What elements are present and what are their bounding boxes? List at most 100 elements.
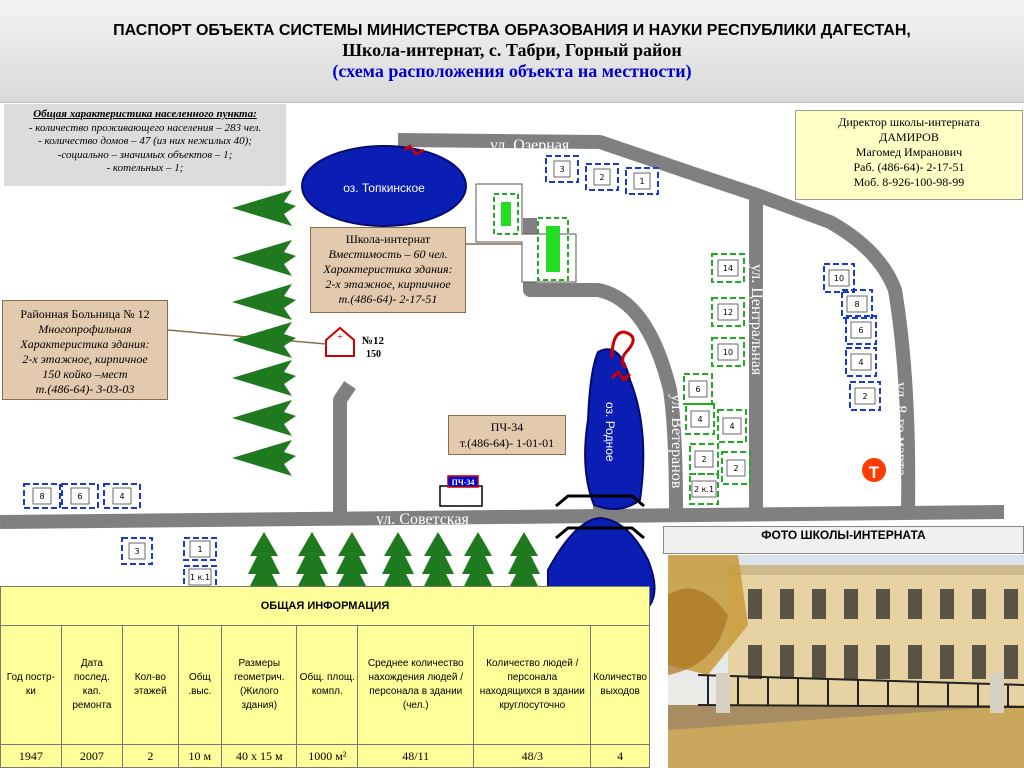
house-marker: 10 (711, 337, 745, 367)
house-number: 2 (599, 173, 604, 182)
street-ozernaya: ул. Озерная (490, 137, 570, 154)
general-info-title: ОБЩАЯ ИНФОРМАЦИЯ (0, 586, 650, 626)
school-line: Характеристика здания: (323, 262, 453, 276)
director-line: Магомед Имранович (855, 145, 963, 159)
lake-topkinskoe (301, 145, 467, 227)
school-line: 2-х этажное, кирпичное (325, 277, 451, 291)
house-number: 2 к.1 (694, 485, 714, 494)
table-header-cell: Дата послед. кап. ремонта (60, 625, 124, 745)
house-marker: 2 (689, 443, 719, 475)
table-value-cell: 1000 м² (296, 744, 359, 768)
table-header-cell: Общ .выс. (177, 625, 223, 745)
house-marker: 2 (585, 163, 619, 191)
fire-station-marker (439, 475, 483, 507)
table-value-cell: 40 х 15 м (221, 744, 298, 768)
director-line: ДАМИРОВ (879, 130, 939, 144)
tree-icon (232, 400, 296, 436)
house-number: 1 (197, 545, 202, 554)
transformer-label: Т (869, 463, 880, 482)
house-marker: 2 (721, 451, 751, 485)
house-marker: 4 (845, 347, 877, 377)
fire-station-sign: ПЧ-34 (452, 478, 475, 487)
lake-rodnoe-label: оз. Родное (603, 402, 617, 462)
hospital-marker: + (325, 326, 355, 357)
hospital-number: №12 (362, 335, 385, 347)
settlement-info-item: - количество домов – 47 (из них нежилых … (38, 135, 252, 147)
tree-icon (336, 532, 368, 590)
director-contact-panel: Директор школы-интерната ДАМИРОВ Магомед… (795, 110, 1023, 200)
hospital-line: Многопрофильная (38, 322, 132, 336)
house-number: 10 (834, 274, 844, 283)
house-number: 6 (858, 326, 863, 335)
house-marker: 4 (685, 403, 715, 435)
tree-icon (248, 532, 280, 590)
water-intake-north (403, 144, 425, 156)
hospital-line: Характеристика здания: (20, 337, 150, 351)
house-number: 10 (723, 348, 733, 357)
table-header-cell: Среднее количество нахождения людей / пе… (357, 625, 475, 745)
house-number: 2 (701, 455, 706, 464)
header-title-line1: ПАСПОРТ ОБЪЕКТА СИСТЕМЫ МИНИСТЕРСТВА ОБР… (113, 22, 911, 39)
hospital-line: 2-х этажное, кирпичное (22, 352, 148, 366)
house-marker: 6 (61, 483, 99, 509)
bridge (555, 494, 645, 540)
house-marker: 1 к.1 (183, 565, 217, 589)
house-number: 3 (134, 547, 139, 556)
table-header-cell: Количество людей / персонала находящихся… (473, 625, 592, 745)
house-number: 4 (119, 492, 124, 501)
house-number: 1 к.1 (190, 573, 210, 582)
house-number: 12 (723, 308, 733, 317)
house-marker: 14 (711, 253, 745, 283)
general-info-table: ОБЩАЯ ИНФОРМАЦИЯ Год постр-ки Дата после… (0, 586, 650, 768)
house-marker: 10 (823, 263, 855, 293)
tree-icon (382, 532, 414, 590)
lake-rodnoe (584, 348, 645, 510)
trees (232, 190, 540, 590)
table-value-cell: 4 (590, 744, 650, 768)
house-marker: 6 (683, 373, 713, 405)
fire-station-phone: т.(486-64)- 1-01-01 (459, 436, 555, 450)
hospital-marker-plus: + (337, 332, 343, 343)
hospital-line: 150 койко –мест (42, 367, 128, 381)
hospital-line: т.(486-64)- 3-03-03 (35, 382, 135, 396)
house-number: 6 (77, 492, 82, 501)
house-number: 4 (697, 415, 702, 424)
house-number: 4 (729, 422, 734, 431)
house-marker: 8 (841, 289, 873, 319)
table-header-cell: Размеры геометрич. (Жилого здания) (221, 625, 298, 745)
tree-icon (508, 532, 540, 590)
house-number: 2 (862, 392, 867, 401)
house-number: 8 (854, 300, 859, 309)
hospital-info-callout: Районная Больница № 12 Многопрофильная Х… (2, 300, 168, 400)
tree-icon (232, 360, 296, 396)
director-line: Моб. 8-926-100-98-99 (853, 175, 965, 189)
house-marker: 2 (849, 381, 881, 411)
tree-icon (422, 532, 454, 590)
header-title-line3: (схема расположения объекта на местности… (332, 61, 692, 81)
tree-icon (232, 190, 296, 226)
street-march8: ул. 8-го марта (892, 382, 909, 476)
table-value-cell: 48/3 (473, 744, 592, 768)
house-number: 14 (723, 264, 733, 273)
house-number: 1 (639, 177, 644, 186)
lake-rodnoe-south (547, 516, 656, 606)
table-header-cell: Общ. площ. компл. (296, 625, 359, 745)
school-name: Школа-интернат (345, 232, 431, 246)
table-value-cell: 2007 (60, 744, 124, 768)
settlement-info-panel: Общая характеристика населенного пункта:… (4, 104, 286, 186)
house-marker: 3 (545, 155, 579, 183)
house-number: 2 (733, 464, 738, 473)
settlement-info-item: - котельных – 1; (106, 162, 184, 174)
house-marker: 1 (183, 537, 217, 561)
header-title-line2: Школа-интернат, с. Табри, Горный район (342, 40, 682, 60)
water-intake-rodnoe (610, 330, 635, 383)
table-header-cell: Количество выходов (590, 625, 650, 745)
fire-station-callout: ПЧ-34 т.(486-64)- 1-01-01 (448, 415, 566, 455)
fire-station-name: ПЧ-34 (490, 420, 524, 434)
table-value-cell: 2 (122, 744, 179, 768)
roads (0, 133, 1005, 529)
street-veteranov: ул. Ветеранов (668, 394, 685, 489)
school-info-callout: Школа-интернат Вместимость – 60 чел. Хар… (310, 227, 466, 313)
director-line: Раб. (486-64)- 2-17-51 (853, 160, 965, 174)
